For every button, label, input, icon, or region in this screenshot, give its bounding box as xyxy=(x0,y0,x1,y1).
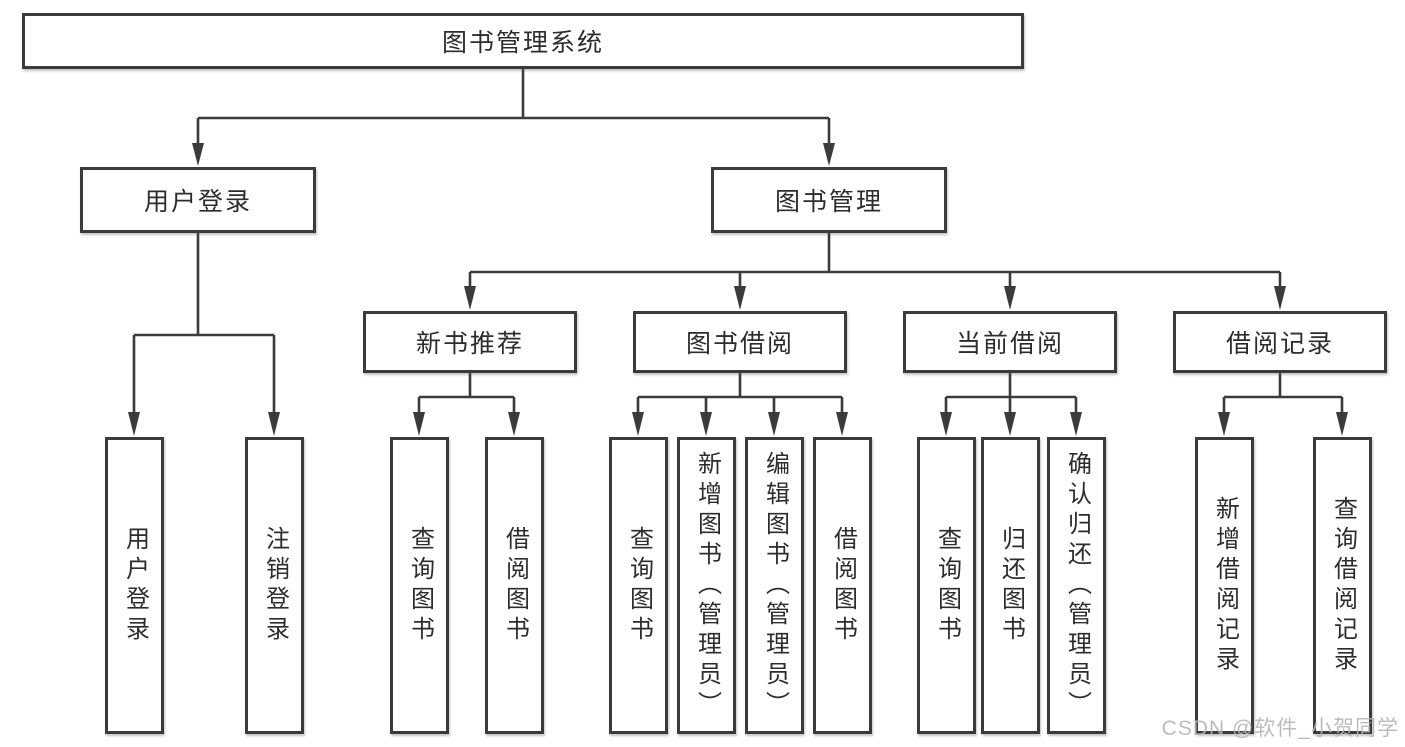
node-current-borrowing: 当前借阅 xyxy=(903,311,1117,373)
node-user-login: 用户登录 xyxy=(80,167,316,233)
leaf-borrow-borrow-books: 借阅图书 xyxy=(813,437,872,734)
leaf-records-query-borrow-record: 查询借阅记录 xyxy=(1313,437,1372,734)
leaf-current-query-books: 查询图书 xyxy=(917,437,976,734)
leaf-borrow-add-books-admin: 新增图书（管理员） xyxy=(677,437,736,734)
leaf-user-login: 用户登录 xyxy=(105,437,164,734)
node-book-borrowing: 图书借阅 xyxy=(633,311,847,373)
node-new-book-recommendation: 新书推荐 xyxy=(363,311,577,373)
leaf-current-confirm-return-admin: 确认归还（管理员） xyxy=(1047,437,1106,734)
leaf-recommend-borrow-books: 借阅图书 xyxy=(485,437,544,734)
leaf-records-add-borrow-record: 新增借阅记录 xyxy=(1195,437,1254,734)
node-new-book-recommendation-label: 新书推荐 xyxy=(415,330,524,358)
leaf-borrow-query-books: 查询图书 xyxy=(609,437,668,734)
node-borrowing-records-label: 借阅记录 xyxy=(1225,330,1334,358)
leaf-user-login-label: 用户登录 xyxy=(121,525,149,646)
leaf-borrow-borrow-books-label: 借阅图书 xyxy=(829,525,857,646)
leaf-current-query-books-label: 查询图书 xyxy=(933,525,961,646)
node-book-management-label: 图书管理 xyxy=(774,188,883,216)
leaf-borrow-query-books-label: 查询图书 xyxy=(625,525,653,646)
node-book-borrowing-label: 图书借阅 xyxy=(685,330,794,358)
leaf-current-confirm-return-admin-label: 确认归还（管理员） xyxy=(1063,450,1091,721)
leaf-records-query-borrow-record-label: 查询借阅记录 xyxy=(1329,495,1357,676)
node-root-label: 图书管理系统 xyxy=(441,29,604,57)
leaf-current-return-books: 归还图书 xyxy=(981,437,1040,734)
node-user-login-label: 用户登录 xyxy=(143,188,252,216)
leaf-current-return-books-label: 归还图书 xyxy=(997,525,1025,646)
csdn-watermark: CSDN @软件_小贺同学 xyxy=(1161,717,1399,740)
leaf-borrow-add-books-admin-label: 新增图书（管理员） xyxy=(693,450,721,721)
leaf-recommend-borrow-books-label: 借阅图书 xyxy=(501,525,529,646)
node-current-borrowing-label: 当前借阅 xyxy=(955,330,1064,358)
leaf-recommend-query-books: 查询图书 xyxy=(390,437,449,734)
leaf-records-add-borrow-record-label: 新增借阅记录 xyxy=(1211,495,1239,676)
leaf-logout-login-label: 注销登录 xyxy=(261,525,289,646)
leaf-recommend-query-books-label: 查询图书 xyxy=(406,525,434,646)
leaf-borrow-edit-books-admin-label: 编辑图书（管理员） xyxy=(761,450,789,721)
leaf-logout-login: 注销登录 xyxy=(245,437,304,734)
node-root: 图书管理系统 xyxy=(22,13,1024,69)
node-borrowing-records: 借阅记录 xyxy=(1173,311,1387,373)
leaf-borrow-edit-books-admin: 编辑图书（管理员） xyxy=(745,437,804,734)
node-book-management: 图书管理 xyxy=(711,167,947,233)
